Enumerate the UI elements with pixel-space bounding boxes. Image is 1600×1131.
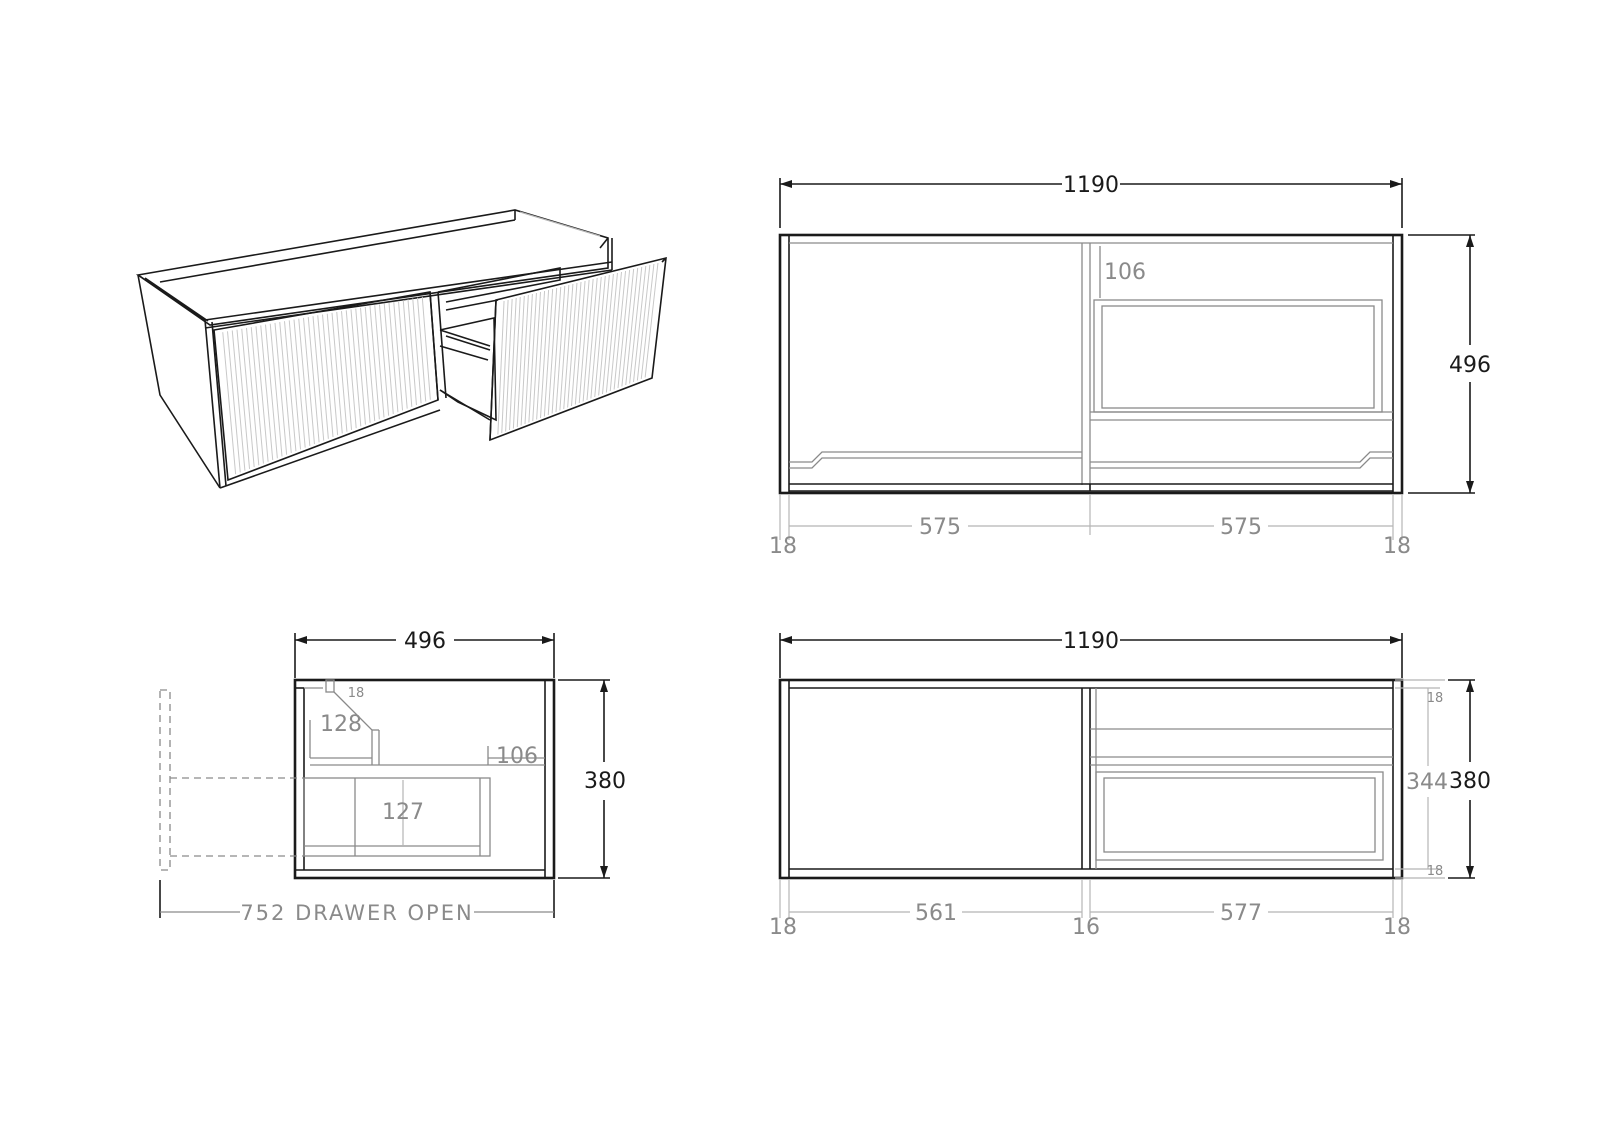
side-view-front-offset-label: 106 — [496, 744, 538, 769]
left-door-flutes — [222, 296, 431, 475]
side-view-setback-label: 128 — [320, 712, 362, 737]
top-view: 1190 106 496 — [769, 173, 1491, 559]
front-view-top-panel-label: 18 — [1427, 691, 1444, 706]
side-view-top-rail-label: 18 — [348, 686, 365, 701]
side-view: 496 18 128 106 127 — [159, 629, 626, 925]
front-view-right-bay-label: 577 — [1220, 901, 1262, 926]
front-view-inner-height-label: 344 — [1406, 770, 1448, 795]
top-view-drawer-offset-label: 106 — [1104, 260, 1146, 285]
drawer-open-label: 752 DRAWER OPEN — [240, 901, 473, 925]
top-view-width-label: 1190 — [1063, 173, 1119, 198]
front-view-width-label: 1190 — [1063, 629, 1119, 654]
front-view-left-bay-label: 561 — [915, 901, 957, 926]
top-view-right-bay-label: 575 — [1220, 515, 1262, 540]
top-view-left-panel-label: 18 — [769, 534, 797, 559]
front-view-left-panel-label: 18 — [769, 915, 797, 940]
top-view-left-bay-label: 575 — [919, 515, 961, 540]
side-view-drawer-height-label: 127 — [382, 800, 424, 825]
isometric-view — [135, 209, 667, 489]
drawer-front-flutes — [497, 262, 659, 435]
top-view-right-panel-label: 18 — [1383, 534, 1411, 559]
front-view-height-label: 380 — [1449, 769, 1491, 794]
front-view: 1190 18 18 344 380 — [769, 629, 1491, 940]
front-view-bottom-panel-label: 18 — [1427, 864, 1444, 879]
front-view-right-panel-label: 18 — [1383, 915, 1411, 940]
front-view-divider-label: 16 — [1072, 915, 1100, 940]
top-view-depth-label: 496 — [1449, 353, 1491, 378]
side-view-height-label: 380 — [584, 769, 626, 794]
side-view-depth-label: 496 — [404, 629, 446, 654]
